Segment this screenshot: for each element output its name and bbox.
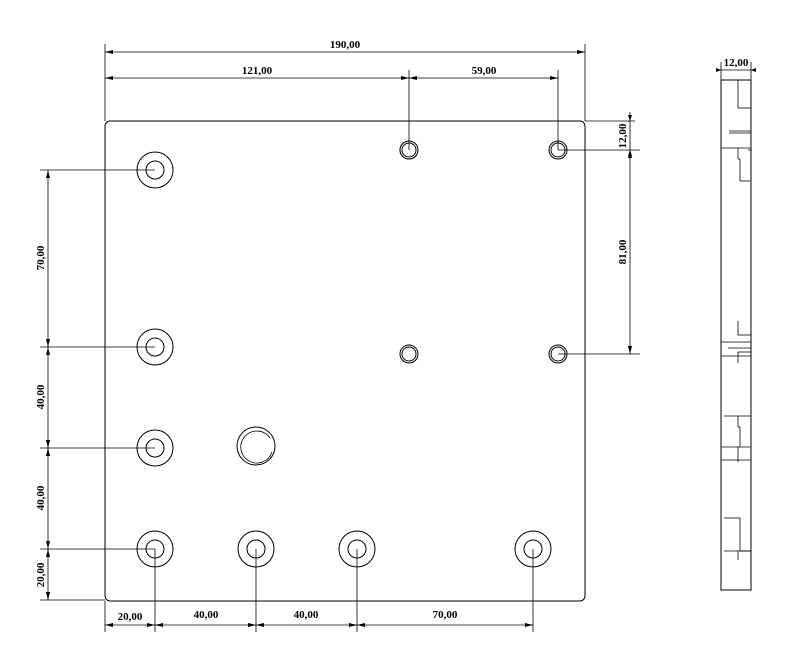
dim-right-vertical-span: 81,00 bbox=[617, 239, 629, 264]
plate-outline bbox=[104, 120, 586, 602]
dim-right-top-offset: 12,00 bbox=[617, 123, 629, 148]
dim-top-left-span: 121,00 bbox=[242, 65, 273, 77]
dim-left-mid-span-1: 40,00 bbox=[35, 384, 47, 409]
dim-side-thickness: 12,00 bbox=[724, 57, 749, 69]
dim-bottom-second: 40,00 bbox=[194, 609, 219, 621]
side-view-features bbox=[721, 80, 751, 560]
dim-bottom-fourth: 70,00 bbox=[433, 609, 458, 621]
large-threaded-hole bbox=[236, 426, 276, 466]
threaded-holes bbox=[399, 140, 568, 364]
dim-left-top-span: 70,00 bbox=[35, 245, 47, 270]
counterbored-holes bbox=[136, 151, 552, 568]
bottom-dimensions bbox=[104, 549, 534, 632]
top-dimensions bbox=[104, 44, 586, 150]
right-dimensions bbox=[558, 112, 640, 355]
side-view bbox=[716, 62, 756, 591]
threaded-hole bbox=[399, 344, 419, 364]
left-dimensions bbox=[40, 169, 155, 601]
dim-top-right-span: 59,00 bbox=[472, 65, 497, 77]
dim-bottom-first: 20,00 bbox=[118, 611, 143, 623]
dim-bottom-third: 40,00 bbox=[294, 609, 319, 621]
dim-overall-width: 190,00 bbox=[330, 39, 361, 51]
dim-left-mid-span-2: 40,00 bbox=[35, 485, 47, 510]
dim-left-bottom-span: 20,00 bbox=[35, 562, 47, 587]
